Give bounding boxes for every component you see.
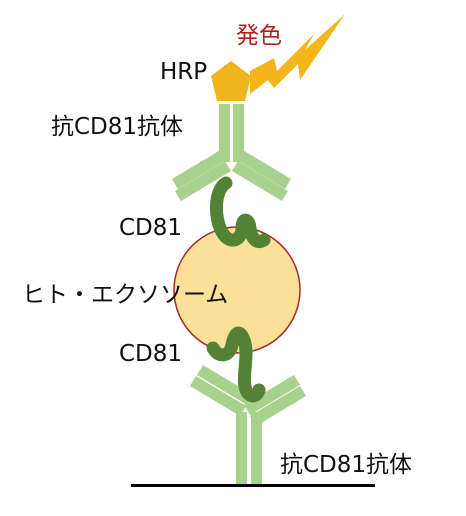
cd81-top-label: CD81: [119, 215, 182, 241]
emission-lightning-icon: [250, 14, 345, 94]
capture-antibody: [190, 365, 306, 485]
capture-antibody-arm-right: [250, 386, 306, 426]
detection-antibody-stem-right: [233, 104, 244, 162]
capture-antibody-arm-right-outer: [244, 375, 300, 415]
capture-antibody-label: 抗CD81抗体: [280, 452, 412, 478]
detection-antibody-arm-right-outer: [232, 161, 288, 201]
hrp-enzyme-shape: [211, 61, 251, 101]
detection-antibody-label: 抗CD81抗体: [51, 114, 183, 140]
capture-antibody-arm-left-outer: [190, 376, 246, 416]
capture-surface: [131, 484, 375, 487]
detection-antibody-arm-left-outer: [175, 161, 231, 201]
cd81-protein-bottom: [206, 326, 266, 403]
detection-antibody-arm-left: [172, 149, 228, 189]
emission-label: 発色: [236, 23, 282, 49]
detection-antibody-arm-right: [235, 149, 291, 189]
detection-antibody-stem-left: [219, 104, 230, 162]
cd81-protein-top: [210, 176, 271, 249]
hrp-label: HRP: [160, 59, 207, 85]
exosome-label: ヒト・エクソソーム: [22, 282, 228, 308]
detection-antibody: [172, 104, 291, 201]
capture-antibody-arm-left: [197, 365, 253, 405]
capture-antibody-stem-right: [251, 412, 262, 485]
capture-antibody-stem-left: [236, 412, 247, 485]
cd81-bottom-label: CD81: [119, 341, 182, 367]
